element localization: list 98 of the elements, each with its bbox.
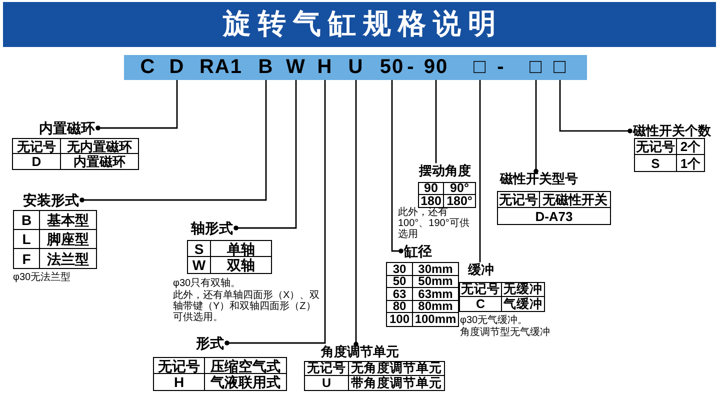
table-cell: 80 [387,300,413,313]
table-cell-text: 180° [446,195,474,207]
table-cell: L [14,230,40,249]
spec-table [153,357,287,391]
section-heading: 安装形式 [20,192,82,208]
table-cell-text: 1个 [679,155,702,171]
leader-line [534,80,538,174]
spec-table [634,138,705,172]
table-cell: D [13,154,61,169]
section-heading: 角度调节单元 [318,344,402,360]
table-cell-text: 100mm [414,313,458,326]
note-text: φ30无法兰型 [13,272,72,283]
leader-line [80,80,267,202]
table-cell: 无磁性开关 [540,192,610,208]
table-cell: F [14,249,40,268]
section-heading: 内置磁环 [36,120,98,136]
table-cell: 2个 [677,139,704,155]
leader-line [559,80,632,134]
table-cell: 无记号 [460,283,502,297]
table-cell: U [305,376,349,390]
code-label: - [407,55,415,80]
table-cell: 单轴 [211,241,271,257]
diagram-title: 旋转气缸规格说明 [222,8,503,41]
table-cell: 90 [419,183,444,195]
spec-table [304,361,445,391]
table-cell: W [188,257,211,273]
table-cell-text: 内置磁环 [72,154,126,169]
table-cell-text: 气液联用式 [209,374,282,390]
table-cell: 无角度调节单元 [349,362,444,376]
note-text: φ30无气缓冲。 [460,315,529,326]
leader-line [96,80,178,130]
table-cell: 63 [387,288,413,300]
table-cell: 无记号 [635,139,677,155]
section-heading: 形式 [193,334,227,352]
table-cell-text: 法兰型 [46,250,90,268]
note-text: 角度调节型无气缓冲 [460,327,551,338]
spec-table [418,182,476,208]
code-label: 50 [380,55,404,80]
table-cell: 30 [387,263,413,276]
code-label: RA1 [200,55,242,80]
spec-table [386,262,459,326]
code-label: U [348,55,364,80]
leader-line [224,80,326,346]
table-cell-text: D-A73 [534,208,574,224]
table-cell: 100 [387,313,413,326]
table-cell: 63mm [413,288,458,300]
table-cell: 无记号 [305,362,349,376]
table-cell-text: 气缓冲 [502,297,544,311]
table-cell: 180 [419,195,444,207]
table-cell-text: 带角度调节单元 [350,376,443,390]
leader-line [479,80,481,262]
table-cell: 基本型 [40,211,96,230]
spec-table [459,282,545,312]
section-heading: 磁性开关个数 [630,123,714,139]
table-cell: B [14,211,40,230]
code-label: □ [473,55,487,80]
table-cell-text: 双轴 [226,257,256,273]
spec-table [187,240,272,274]
section-heading: 摆动角度 [416,163,474,179]
code-label: 90 [424,55,448,80]
table-cell: 压缩空气式 [205,358,286,374]
table-cell: H [154,374,205,390]
code-label: □ [553,55,567,80]
table-cell: 无记号 [13,139,61,154]
section-heading: 磁性开关型号 [497,171,581,187]
table-cell: 90° [444,183,475,195]
spec-table [497,191,611,225]
table-cell: 脚座型 [40,230,96,249]
table-cell: 50 [387,276,413,288]
code-label: H [317,55,333,80]
table-cell: 30mm [413,263,458,276]
section-heading: 缸径 [401,242,435,260]
code-label: □ [529,55,543,80]
spec-table [12,138,139,170]
code-label: C [140,55,156,80]
table-cell: 无记号 [498,192,540,208]
table-cell: S [188,241,211,257]
table-cell: C [460,297,502,311]
note-text: 此外，还有单轴四面形（X）、双轴带键（Y）和双轴四面形（Z）可供选用。 [173,290,321,323]
section-heading: 轴形式 [188,220,236,236]
table-cell: 50mm [413,276,458,288]
code-label: B [258,55,274,80]
code-label: D [169,55,185,80]
leader-line [234,80,297,230]
table-cell: 无缓冲 [502,283,544,297]
code-label: W [286,55,306,80]
code-label: - [497,55,505,80]
table-cell: 无内置磁环 [61,139,138,154]
leader-line [391,80,404,254]
leader-line [354,80,358,347]
leader-line [435,80,437,164]
model-code-bar [124,55,587,80]
table-cell: S [635,155,677,171]
spec-table [13,210,97,269]
table-cell: 80mm [413,300,458,313]
section-heading: 缓冲 [465,262,497,278]
note-text: φ30只有双轴。 [173,278,242,289]
table-cell: 无记号 [154,358,205,374]
